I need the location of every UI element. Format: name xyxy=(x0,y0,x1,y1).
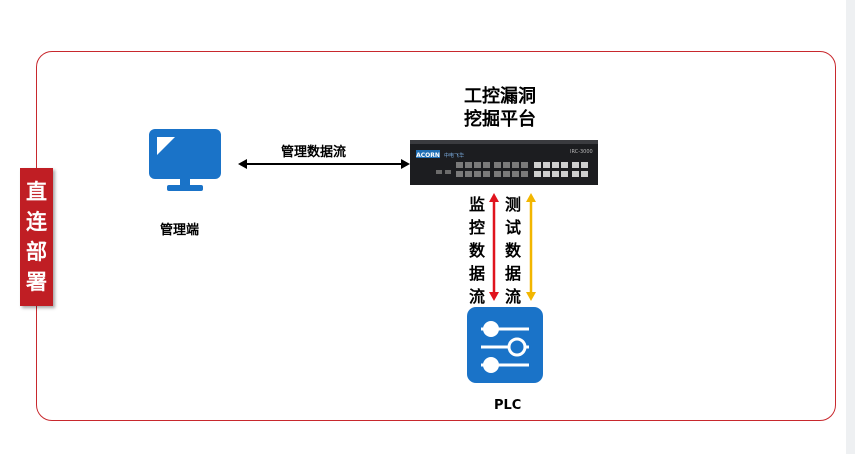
bidirectional-arrow xyxy=(238,159,410,169)
management-flow-label: 管理数据流 xyxy=(281,145,347,160)
side-label-char: 直 xyxy=(26,180,47,204)
side-label-char: 署 xyxy=(26,270,47,294)
device-model: IRC-3000 xyxy=(570,149,593,155)
platform-title-line: 工控漏洞 xyxy=(464,86,536,107)
plc-label: PLC xyxy=(494,398,522,413)
scrollbar-track xyxy=(846,0,855,454)
platform-title-line: 挖掘平台 xyxy=(464,109,536,130)
management-terminal-label: 管理端 xyxy=(160,223,200,238)
side-label-char: 部 xyxy=(26,240,47,264)
monitor-icon xyxy=(149,129,221,191)
device-sub: 中电飞华 xyxy=(444,152,464,159)
network-device-image: ACORN 中电飞华 IRC-3000 xyxy=(410,140,598,185)
side-label-char: 连 xyxy=(26,210,47,234)
side-label-direct-deployment: 直 连 部 署 xyxy=(20,168,53,306)
test-flow-label: 测试数据流 xyxy=(504,195,521,306)
monitor-flow-label: 监控数据流 xyxy=(468,195,485,306)
device-brand: ACORN xyxy=(416,152,440,159)
monitor-flow-arrow xyxy=(489,193,499,301)
deployment-frame xyxy=(36,51,836,421)
test-flow-arrow xyxy=(526,193,536,301)
sliders-icon xyxy=(467,307,543,383)
platform-title: 工控漏洞 挖掘平台 xyxy=(455,85,545,131)
